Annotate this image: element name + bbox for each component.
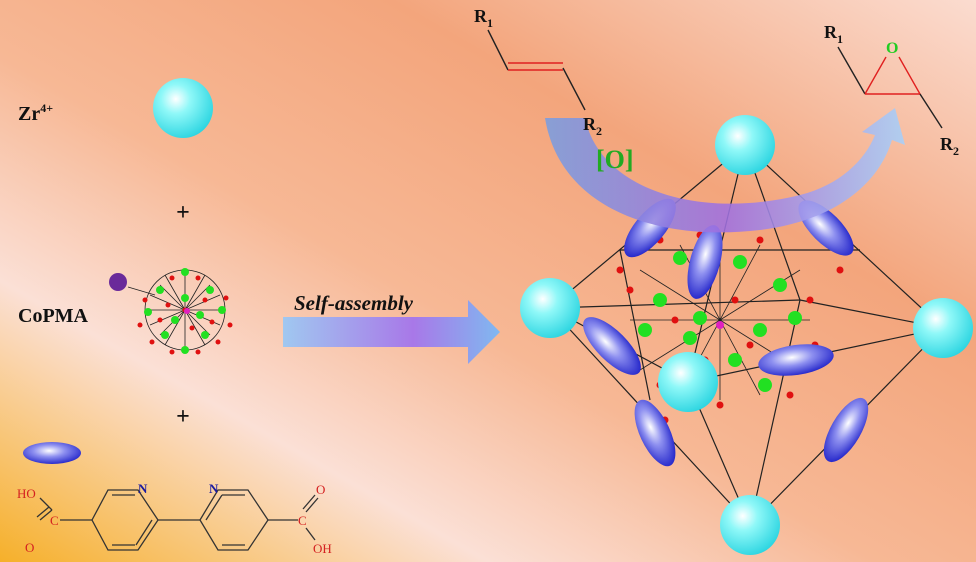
alkene-r2: R2: [583, 114, 602, 138]
linker-ellipse: [23, 442, 81, 464]
plus-sign-1: +: [176, 200, 190, 226]
atom-o-left: O: [25, 540, 34, 555]
epoxide-r2: R2: [940, 134, 959, 158]
atom-n-right: N: [209, 481, 219, 496]
epoxide-r1: R1: [824, 22, 843, 46]
catalysis-arrow: [545, 108, 905, 233]
epoxide-structure: [837, 46, 943, 129]
alkene-structure: [487, 29, 586, 111]
atom-c-left: C: [50, 513, 59, 528]
zr-sphere: [153, 78, 213, 138]
oxidant-label: [O]: [596, 145, 634, 174]
self-assembly-arrow: [283, 300, 500, 364]
atom-ho: HO: [17, 486, 36, 501]
zr-label: Zr4+: [18, 101, 53, 125]
atom-o-right: O: [316, 482, 325, 497]
alkene-r1: R1: [474, 6, 493, 30]
copma-cluster: [109, 268, 233, 355]
plus-sign-2: +: [176, 404, 190, 430]
zr-nodes: [520, 115, 973, 555]
bipyridine-dicarboxylic-acid: [36, 489, 319, 551]
self-assembly-label: Self-assembly: [294, 291, 414, 315]
atom-c-right: C: [298, 513, 307, 528]
epoxide-oxygen: O: [886, 40, 898, 57]
atom-n-left: N: [138, 481, 148, 496]
atom-oh: OH: [313, 541, 332, 556]
copma-label: CoPMA: [18, 305, 89, 327]
